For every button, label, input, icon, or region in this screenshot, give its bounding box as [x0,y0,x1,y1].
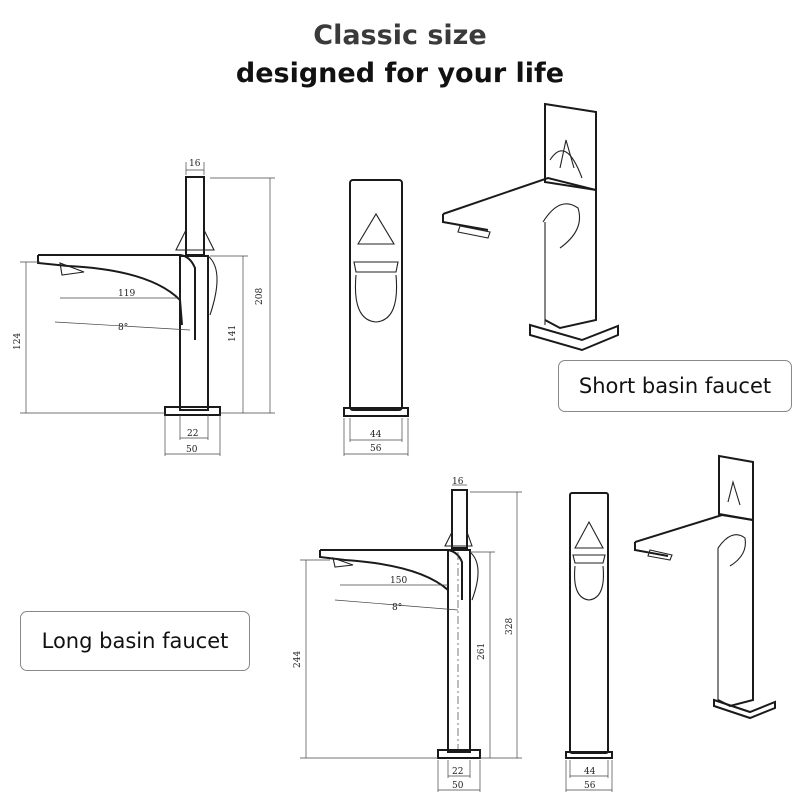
short-dim-body-base: 22 [187,429,198,439]
long-dim-front-body: 44 [584,767,596,777]
long-dim-total: 328 [505,618,515,635]
long-dim-handle: 16 [452,477,464,487]
long-side-view: 16 150 8° 328 244 261 22 50 [293,477,522,792]
short-spout [38,254,196,340]
short-dim-reach: 119 [118,289,135,299]
short-perspective-view [442,102,619,352]
long-handle [451,489,468,549]
long-base [437,749,481,759]
short-dim-body-height: 141 [228,325,238,342]
short-dim-handle: 16 [189,159,201,169]
short-dim-base: 50 [186,445,198,455]
short-dim-front-body: 44 [370,430,382,440]
short-front-view: 44 56 [343,179,409,456]
short-basin-faucet-label: Short basin faucet [558,360,792,412]
long-dim-body-base: 22 [452,767,463,777]
long-dim-base: 50 [452,781,464,791]
short-body [179,255,209,411]
long-front-view: 44 56 [565,492,613,792]
headline-line-2: designed for your life [235,58,565,89]
short-dim-total: 208 [255,288,265,305]
short-base [164,406,221,416]
long-basin-faucet-label: Long basin faucet [20,611,250,671]
short-dim-spout-height: 124 [13,333,23,350]
long-dim-spout-height: 244 [293,651,303,668]
long-dim-reach: 150 [390,576,407,586]
short-handle [185,176,205,256]
short-side-view: 16 119 8° 208 124 141 22 50 [13,159,275,456]
long-dim-front-base: 56 [584,781,596,791]
short-front-base [343,407,409,417]
long-body [447,549,471,753]
short-dim-angle: 8° [118,323,128,333]
short-front-body [349,179,403,411]
long-dim-body-height: 261 [477,643,487,660]
long-perspective-view [634,454,776,720]
long-dim-angle: 8° [392,603,402,613]
short-dim-front-base: 56 [370,444,382,454]
headline-line-1: Classic size [313,20,487,51]
